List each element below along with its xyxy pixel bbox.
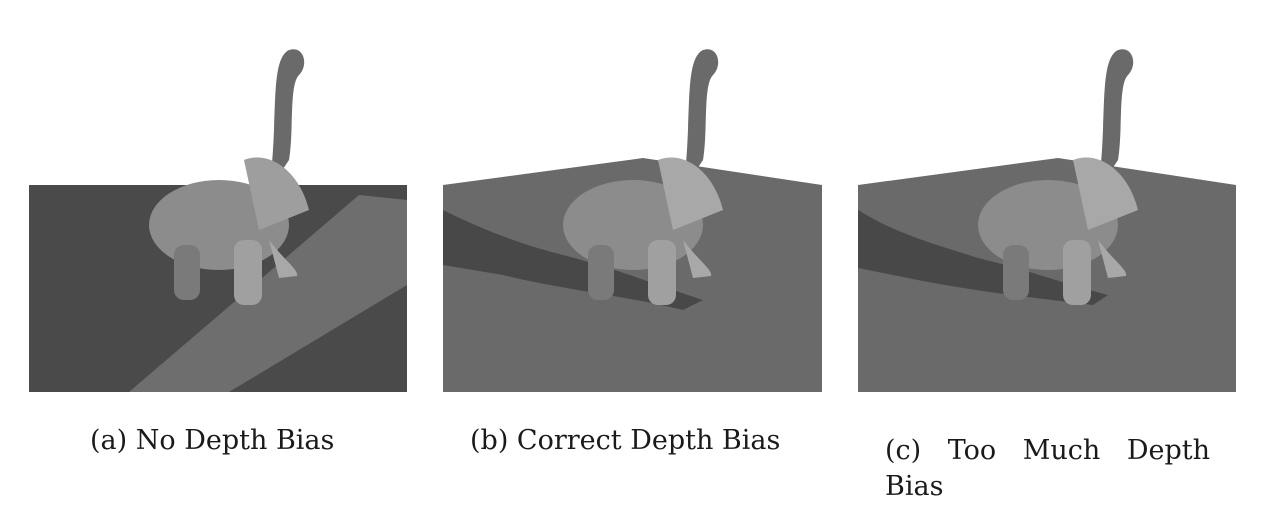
caption-a: (a) No Depth Bias	[90, 425, 335, 456]
figure-panel-c	[858, 40, 1236, 392]
rendered-scene-a	[29, 49, 407, 392]
rendered-scene-b	[443, 40, 822, 392]
elephant-model	[149, 49, 309, 305]
caption-c: (c) Too Much Depth Bias	[885, 433, 1210, 505]
caption-c-word: (c)	[885, 435, 922, 466]
rendered-scene-c	[858, 40, 1236, 392]
figure-panel-a	[29, 40, 407, 392]
caption-c-line2: Bias	[885, 471, 944, 502]
elephant-model	[563, 49, 723, 305]
caption-b: (b) Correct Depth Bias	[470, 425, 781, 456]
caption-c-word: Depth	[1126, 435, 1210, 466]
elephant-model	[978, 49, 1138, 305]
caption-c-word: Much	[1022, 435, 1101, 466]
figure-panel-b	[443, 40, 822, 392]
caption-c-word: Too	[947, 435, 997, 466]
caption-c-line1: (c) Too Much Depth	[885, 433, 1210, 469]
